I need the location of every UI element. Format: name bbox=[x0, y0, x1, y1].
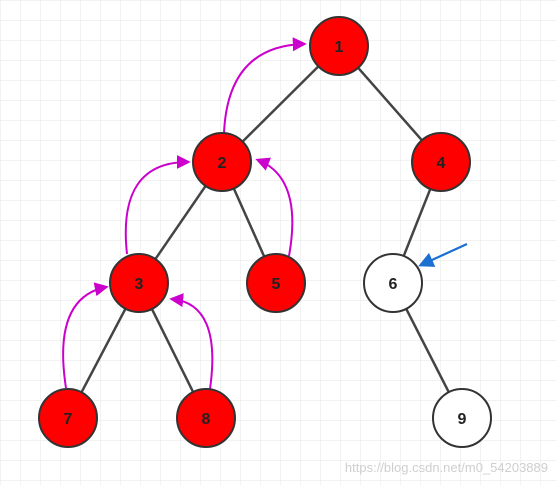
node-circle bbox=[432, 388, 492, 448]
edge-n1-n4 bbox=[357, 66, 423, 142]
node-label: 5 bbox=[272, 276, 281, 293]
tree-node-1: 1 bbox=[309, 16, 369, 76]
node-label: 8 bbox=[202, 411, 211, 428]
tree-node-6: 6 bbox=[363, 253, 423, 313]
node-circle bbox=[109, 253, 169, 313]
tree-node-8: 8 bbox=[176, 388, 236, 448]
edge-n6-n9 bbox=[405, 308, 450, 393]
tree-node-2: 2 bbox=[192, 132, 252, 192]
tree-node-7: 7 bbox=[38, 388, 98, 448]
tree-node-3: 3 bbox=[109, 253, 169, 313]
backtrack-arrow-n8-to-n3 bbox=[169, 293, 214, 390]
node-circle bbox=[363, 253, 423, 313]
node-label: 9 bbox=[458, 411, 467, 428]
backtrack-arrow-n7-to-n3 bbox=[62, 282, 109, 389]
backtrack-arrows-layer bbox=[62, 37, 307, 390]
node-label: 6 bbox=[389, 276, 398, 293]
pointer-arrow-layer bbox=[418, 242, 468, 267]
edge-n3-n7 bbox=[80, 308, 127, 393]
edge-n2-n3 bbox=[154, 185, 207, 260]
edge-n4-n6 bbox=[402, 188, 432, 257]
node-label: 3 bbox=[135, 276, 144, 293]
backtrack-arrow-n3-to-n2 bbox=[124, 155, 191, 255]
edge-n2-n5 bbox=[232, 187, 266, 258]
node-label: 2 bbox=[218, 155, 227, 172]
edges-layer bbox=[80, 65, 450, 393]
node-circle bbox=[176, 388, 236, 448]
node-circle bbox=[192, 132, 252, 192]
node-circle bbox=[309, 16, 369, 76]
current-node-pointer-arrow bbox=[418, 242, 468, 267]
watermark-text: https://blog.csdn.net/m0_54203889 bbox=[345, 460, 548, 475]
tree-node-4: 4 bbox=[411, 132, 471, 192]
tree-node-5: 5 bbox=[246, 253, 306, 313]
node-circle bbox=[38, 388, 98, 448]
edge-n3-n8 bbox=[150, 308, 195, 393]
node-label: 4 bbox=[437, 155, 446, 172]
nodes-layer: 1 2 4 3 5 6 7 8 9 bbox=[38, 16, 492, 448]
node-circle bbox=[246, 253, 306, 313]
backtrack-arrow-n2-to-n1 bbox=[223, 37, 307, 134]
node-circle bbox=[411, 132, 471, 192]
node-label: 7 bbox=[64, 411, 73, 428]
tree-node-9: 9 bbox=[432, 388, 492, 448]
backtrack-arrow-n5-to-n2 bbox=[255, 157, 294, 257]
edge-n1-n2 bbox=[241, 65, 320, 143]
node-label: 1 bbox=[335, 39, 344, 56]
